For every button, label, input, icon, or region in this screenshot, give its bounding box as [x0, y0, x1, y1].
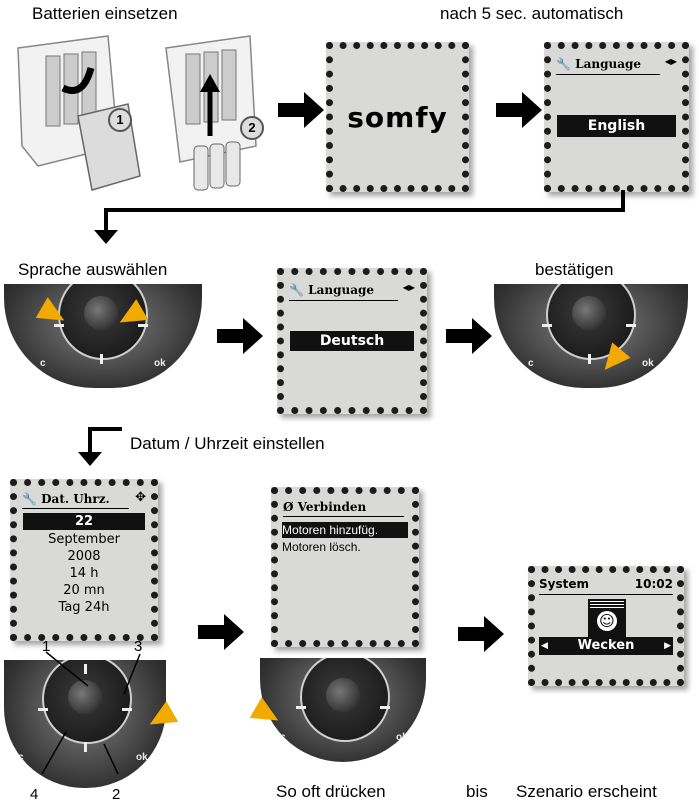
date-year: 2008 [67, 549, 101, 564]
arrow-right-icon [458, 616, 504, 652]
caption-press-repeatedly: So oft drücken [276, 782, 386, 801]
caption-until: bis [466, 782, 488, 801]
menu-item-delete-motors: Motoren lösch. [282, 540, 361, 554]
dial-label-3: 3 [134, 638, 143, 655]
arrow-right-icon [446, 318, 492, 354]
caption-confirm: bestätigen [535, 260, 614, 279]
control-dial-select: c ok [4, 284, 202, 388]
control-dial-datetime: c ok [4, 660, 166, 788]
arrow-right-icon [198, 614, 244, 650]
arrow-right-icon [496, 92, 542, 128]
connect-screen-title: Ø Verbinden [283, 500, 367, 514]
time-hour: 14 h [69, 566, 99, 581]
no-link-icon: Ø [283, 500, 294, 514]
language-screen-title: 🔧 Language [556, 57, 641, 71]
somfy-logo: somfy [347, 101, 448, 134]
date-time-screen: 🔧 Dat. Uhrz. ✥ 22 September 2008 14 h 20… [10, 479, 158, 641]
caption-select-language: Sprache auswählen [18, 260, 168, 279]
caption-set-datetime: Datum / Uhrzeit einstellen [130, 434, 325, 453]
language-selected: English [557, 115, 676, 137]
four-way-arrows-icon: ✥ [135, 490, 146, 505]
arrow-down-icon [78, 452, 102, 466]
menu-item-add-motors: Motoren hinzufüg. [282, 522, 408, 538]
arrow-down-icon [94, 230, 118, 244]
scenario-name: Wecken [577, 638, 635, 653]
language-selected: Deutsch [290, 331, 414, 351]
language-screen-title: 🔧 Language [289, 283, 374, 297]
right-arrow-icon: ▶ [664, 641, 671, 651]
system-time: 10:02 [634, 577, 673, 591]
left-arrow-icon: ◀ [541, 641, 548, 651]
language-screen-deutsch: 🔧 Language ◀▶ Deutsch [277, 268, 427, 414]
battery-insert-illustration-2 [165, 35, 257, 191]
date-day-selected: 22 [23, 513, 145, 530]
left-right-arrows-icon: ◀▶ [664, 57, 677, 66]
connect-screen: Ø Verbinden Motoren hinzufüg. Motoren lö… [271, 487, 419, 647]
time-minute: 20 mn [63, 583, 105, 598]
caption-scenario-appears: Szenario erscheint [516, 782, 657, 801]
battery-insert-illustration-1 [17, 35, 141, 191]
step-badge-1: 1 [108, 108, 132, 132]
control-dial-cancel: c ok [260, 658, 426, 762]
dial-label-4: 4 [30, 786, 39, 803]
wrench-icon: 🔧 [556, 57, 571, 71]
control-dial-confirm: c ok [494, 284, 688, 388]
step-badge-2: 2 [240, 116, 264, 140]
left-right-arrows-icon: ◀▶ [402, 283, 415, 292]
scenario-smiley-icon: ☺ [588, 599, 626, 637]
scenario-name-bar: ◀ Wecken ▶ [539, 637, 673, 655]
dial-label-1: 1 [42, 638, 51, 655]
caption-insert-batteries: Batterien einsetzen [32, 4, 178, 23]
wrench-icon: 🔧 [289, 283, 304, 297]
system-title: System [539, 577, 589, 591]
date-screen-title: 🔧 Dat. Uhrz. [22, 492, 110, 506]
date-month: September [48, 532, 120, 547]
time-format: Tag 24h [58, 600, 110, 615]
wrench-icon: 🔧 [22, 492, 37, 506]
dial-pointer-lines [41, 651, 141, 775]
somfy-splash-screen: somfy [326, 42, 469, 192]
language-screen-english: 🔧 Language ◀▶ English [544, 42, 689, 192]
dial-label-2: 2 [112, 786, 121, 803]
arrow-right-icon [278, 92, 324, 128]
system-screen: System 10:02 ☺ ◀ Wecken ▶ [528, 566, 684, 686]
arrow-right-icon [217, 318, 263, 354]
caption-auto: nach 5 sec. automatisch [440, 4, 624, 23]
